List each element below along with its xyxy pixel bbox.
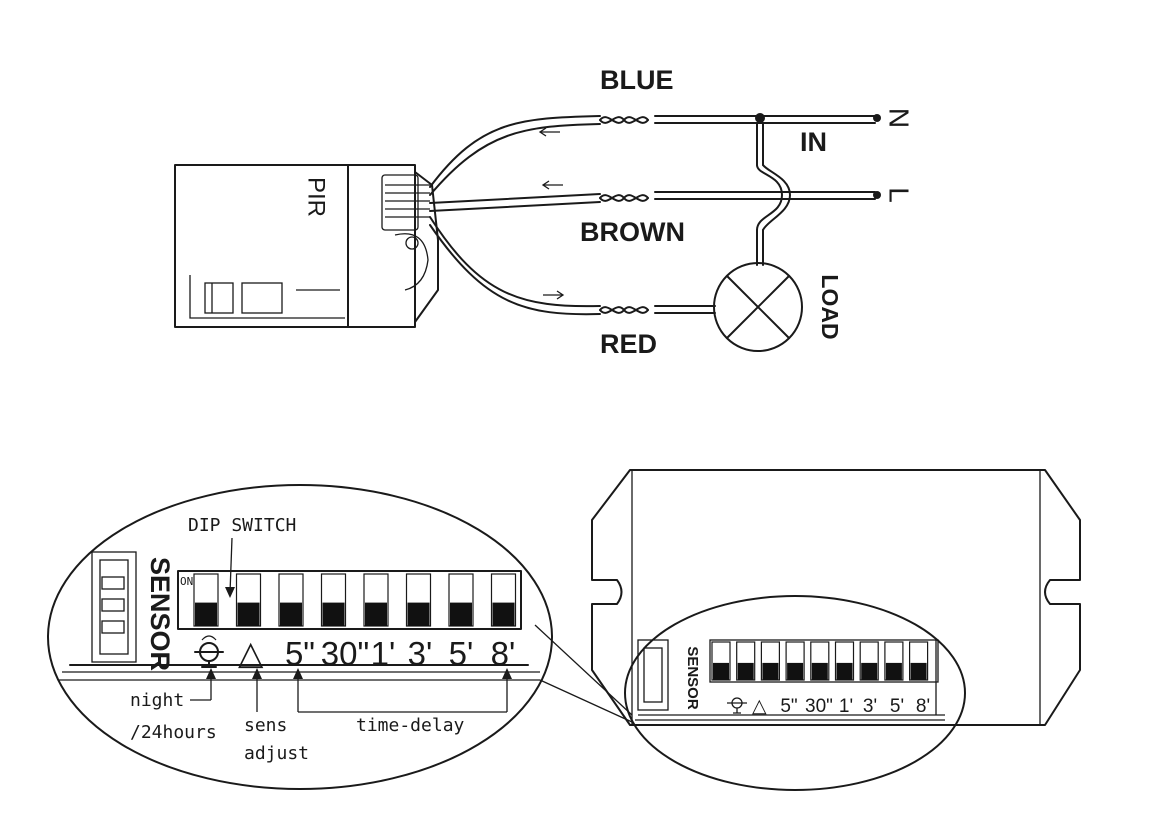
zoom-connector-top: [534, 624, 633, 716]
housing-sensor-block: [635, 639, 945, 721]
callout-time-delay: time-delay: [356, 715, 465, 736]
callout-sens-adjust: adjust: [244, 743, 309, 764]
pir-label: PIR: [303, 177, 330, 217]
callout-night-24h: /24hours: [130, 722, 217, 743]
load-lamp-icon: [713, 262, 803, 352]
housing-time-label-5: 5': [890, 696, 904, 717]
dip-switch-knob-3: [280, 602, 302, 626]
dip-switch-knob-6: [407, 602, 430, 626]
load-label: LOAD: [817, 274, 843, 339]
housing-switch-knob-9: [910, 662, 927, 680]
dip-on-label: ON: [180, 575, 193, 588]
sens-adjust-icon: △: [238, 634, 264, 671]
dip-switch-title: DIP SWITCH: [188, 515, 296, 536]
night-mode-icon: [194, 635, 224, 668]
terminal-l-label: L: [884, 187, 915, 203]
time-delay-label-6: 8': [491, 635, 516, 672]
splice-brown-icon: [599, 194, 649, 202]
housing-switch-knob-8: [885, 662, 902, 680]
time-delay-label-3: 1': [371, 635, 396, 672]
supply-label-in: IN: [800, 127, 827, 157]
splice-red-icon: [599, 306, 649, 314]
wire-label-brown: BROWN: [580, 217, 685, 247]
terminal-n-label: N: [884, 108, 915, 128]
housing-switch-knob-3: [762, 662, 779, 680]
housing-switch-knob-1: [713, 662, 729, 680]
housing-sensor-label: SENSOR: [684, 646, 701, 710]
dip-sensor-label: SENSOR: [145, 557, 175, 671]
dip-switch-bank: [193, 573, 517, 627]
housing-outline: [591, 469, 1081, 726]
housing-time-label-2: 30": [805, 696, 833, 717]
housing-zoom-ellipse: [624, 595, 966, 791]
zoom-connector-bottom: [539, 679, 633, 723]
housing-switch-knob-4: [787, 662, 804, 680]
housing-time-label-3: 1': [839, 696, 853, 717]
wires: [429, 115, 601, 316]
time-delay-label-5: 5': [449, 635, 474, 672]
wire-label-blue: BLUE: [600, 65, 674, 95]
dip-switch-knob-8: [492, 602, 515, 626]
time-delay-labels: 5"30"1' 3' 5' 8': [285, 635, 515, 672]
time-delay-label-1: 5": [285, 635, 315, 672]
supply-lines: [654, 113, 881, 314]
callout-arrows: [190, 668, 512, 713]
housing-time-label-4: 3': [863, 696, 877, 717]
callout-night: night: [130, 690, 184, 711]
dip-switch-knob-5: [365, 602, 387, 626]
housing-switch-knob-5: [811, 662, 828, 680]
housing-time-label-6: 8': [916, 696, 930, 717]
pir-module: [174, 164, 439, 328]
housing-night-icon: [727, 697, 747, 714]
wire-label-red: RED: [600, 329, 657, 359]
housing-time-labels: 5" 30" 1' 3' 5' 8': [780, 696, 930, 717]
splice-blue-icon: [599, 116, 649, 124]
housing-switch-knob-2: [737, 662, 754, 680]
housing-sens-icon: △: [752, 696, 767, 717]
dip-switch-knob-2: [237, 602, 260, 626]
dip-detail-board: [58, 551, 540, 681]
dip-switch-knob-4: [322, 602, 345, 626]
dip-detail-ellipse: [47, 484, 553, 790]
housing-switch-knob-7: [861, 662, 878, 680]
dip-switch-knob-1: [195, 602, 217, 626]
time-delay-label-2: 30": [321, 635, 369, 672]
housing-switch-knob-6: [836, 662, 853, 680]
dip-switch-pointer-icon: [225, 537, 235, 598]
time-delay-label-4: 3': [408, 635, 433, 672]
housing-dip-switch-bank: [711, 641, 929, 681]
dip-switch-knob-7: [450, 602, 472, 626]
housing-time-label-1: 5": [780, 696, 797, 717]
callout-sens: sens: [244, 715, 287, 736]
